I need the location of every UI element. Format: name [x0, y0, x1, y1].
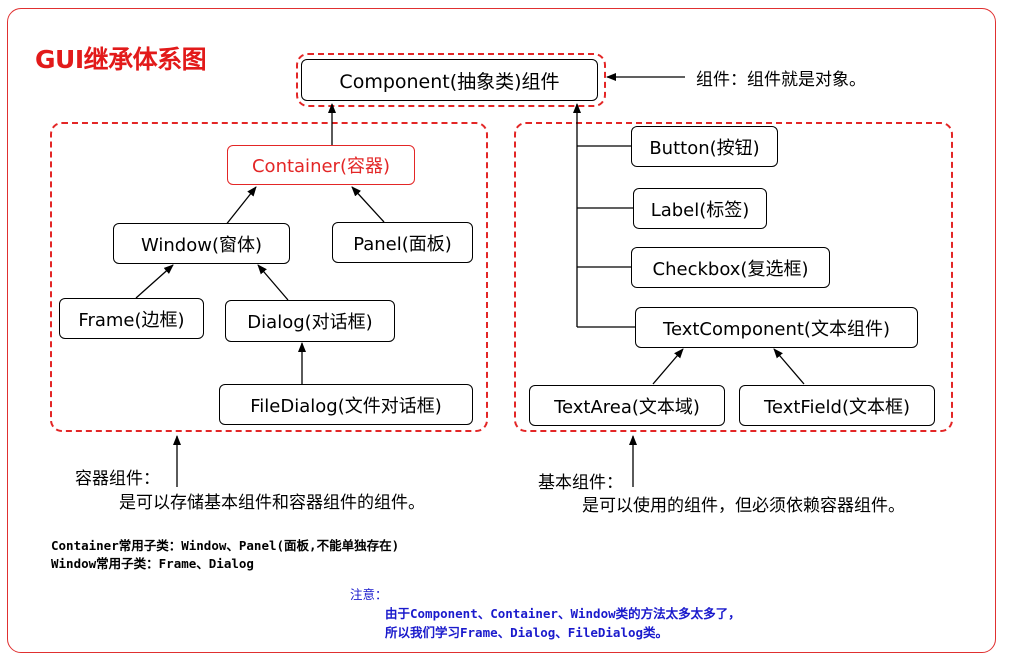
diagram-title: GUI继承体系图: [35, 45, 207, 74]
container-node: Container(容器): [227, 145, 415, 185]
frame-node: Frame(边框): [59, 298, 204, 339]
textcomponent-node: TextComponent(文本组件): [635, 307, 918, 348]
filedialog-node: FileDialog(文件对话框): [219, 384, 473, 425]
window-node: Window(窗体): [113, 223, 290, 264]
component-node: Component(抽象类)组件: [301, 59, 598, 101]
component-group: [296, 53, 606, 107]
basic-note-body: 是可以使用的组件，但必须依赖容器组件。: [582, 496, 905, 516]
checkbox-node: Checkbox(复选框): [631, 247, 830, 288]
basic-note-title: 基本组件：: [538, 473, 623, 493]
container-subclasses-note: Container常用子类：Window、Panel(面板,不能单独存在): [51, 538, 400, 553]
label-node: Label(标签): [633, 188, 767, 229]
attention-line-1: 由于Component、Container、Window类的方法太多太多了，: [385, 606, 741, 621]
outer-frame: [7, 8, 996, 653]
attention-line-2: 所以我们学习Frame、Dialog、FileDialog类。: [385, 625, 669, 640]
window-subclasses-note: Window常用子类：Frame、Dialog: [51, 556, 254, 571]
container-note-body: 是可以存储基本组件和容器组件的组件。: [119, 493, 425, 513]
button-node: Button(按钮): [631, 126, 778, 167]
panel-node: Panel(面板): [332, 222, 473, 263]
component-note: 组件：组件就是对象。: [696, 70, 866, 90]
textarea-node: TextArea(文本域): [529, 385, 725, 426]
dialog-node: Dialog(对话框): [225, 300, 395, 342]
container-note-title: 容器组件：: [75, 469, 160, 489]
basic-component-group: [514, 122, 953, 432]
container-group: [50, 122, 488, 432]
attention-heading: 注意：: [350, 587, 388, 602]
textfield-node: TextField(文本框): [739, 385, 935, 426]
